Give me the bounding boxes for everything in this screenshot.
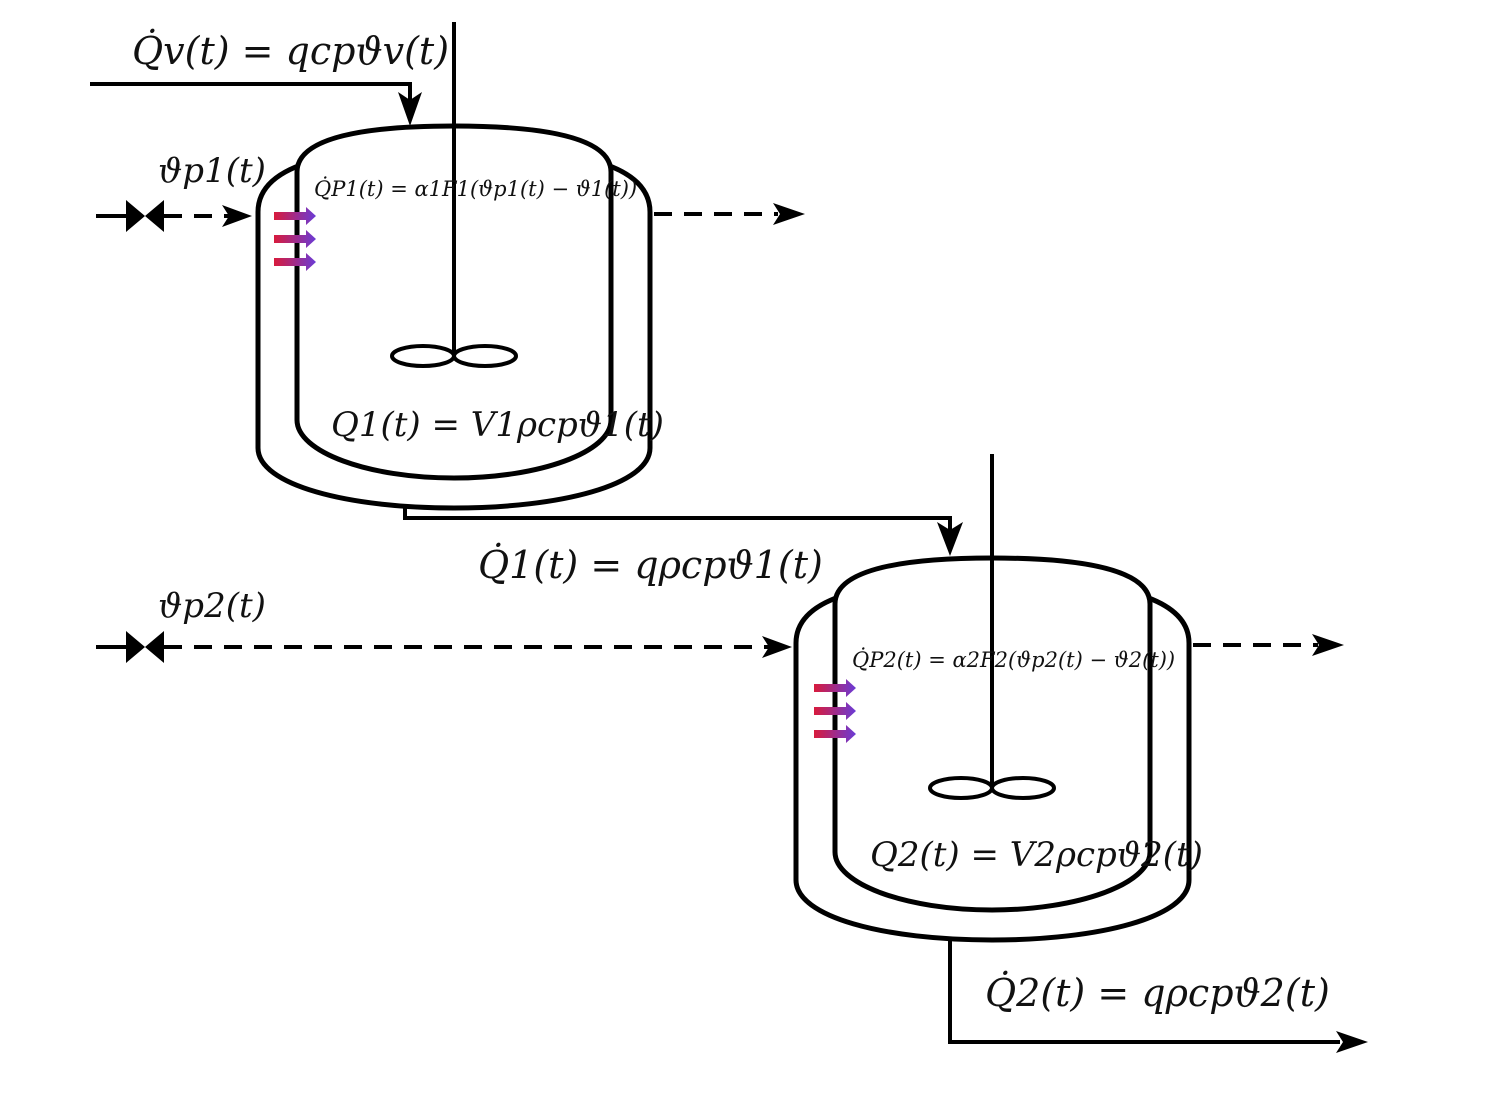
jacket-outlet-arrowhead-2 — [1312, 634, 1344, 656]
feed-line — [90, 82, 412, 108]
transfer-line — [403, 508, 952, 534]
tank-1 — [90, 22, 963, 556]
tank2-heat-label: Q2(t) = V2ρcpϑ2(t) — [870, 835, 1203, 875]
heat-transfer-arrows-2 — [814, 679, 856, 743]
heat-jacket2-label: Q̇P2(t) = α2F2(ϑp2(t) − ϑ2(t)) — [852, 648, 1175, 672]
heat-in-label: Q̇v(t) = qcpϑv(t) — [132, 29, 449, 73]
heat-transfer-arrows-1 — [274, 207, 316, 271]
tank-2 — [96, 454, 1368, 1053]
transfer-arrowhead — [937, 522, 963, 556]
heat-jacket1-label: Q̇P1(t) = α1F1(ϑp1(t) − ϑ1(t)) — [314, 177, 637, 201]
jacket-outlet-arrowhead-1 — [773, 203, 805, 225]
flow2-label: Q̇2(t) = qρcpϑ2(t) — [985, 971, 1330, 1015]
valve-2 — [126, 631, 164, 663]
jacket-inlet-arrowhead-2 — [762, 636, 792, 658]
product-line — [948, 940, 1340, 1044]
flow1-label: Q̇1(t) = qρcpϑ1(t) — [478, 543, 823, 587]
feed-arrowhead — [398, 92, 422, 126]
impeller-right-2 — [990, 776, 1056, 800]
jacket1-temp-label: ϑp1(t) — [158, 151, 266, 191]
valve-1 — [126, 200, 164, 232]
tank1-heat-label: Q1(t) = V1ρcpϑ1(t) — [331, 405, 664, 445]
product-arrowhead — [1336, 1031, 1368, 1053]
jacket2-temp-label: ϑp2(t) — [158, 586, 266, 626]
impeller-right-1 — [452, 344, 518, 368]
jacket-inlet-arrowhead-1 — [222, 205, 252, 227]
impeller-left-1 — [390, 344, 456, 368]
impeller-left-2 — [928, 776, 994, 800]
